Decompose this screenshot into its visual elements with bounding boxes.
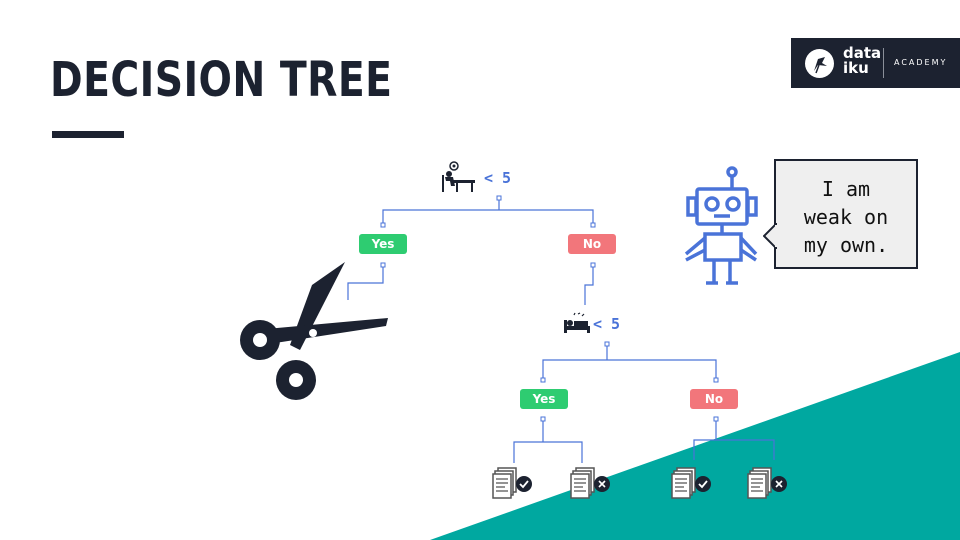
document-check-icon [492,467,532,499]
connector-nodes [380,195,719,422]
level1-yes-label: Yes [359,234,407,254]
level2-yes-label: Yes [520,389,568,409]
root-condition: < 5 [484,169,512,187]
robot-icon [684,166,758,285]
node2-condition: < 5 [593,315,621,333]
person-in-bed-icon [564,312,590,333]
document-cross-icon [570,467,610,499]
title-underline [52,131,124,138]
speech-text: I am weak on my own. [803,177,889,257]
level1-no-label: No [568,234,616,254]
bird-logo-icon [805,49,834,78]
logo-tagline: ACADEMY [894,58,948,67]
speech-bubble: I am weak on my own. [763,159,918,269]
document-check-icon [671,467,711,499]
slide-title: DECISION TREE [50,52,393,108]
person-at-desk-icon [442,161,475,192]
tree-connectors [347,199,775,463]
logo-divider [883,48,884,78]
logo-name: data iku [843,44,882,77]
level2-no-label: No [690,389,738,409]
speech-bubble-tail [763,223,777,249]
document-cross-icon [747,467,787,499]
scissors-icon [240,262,388,400]
teal-background-shape [430,352,960,540]
dataiku-academy-logo: data iku ACADEMY [791,38,960,88]
